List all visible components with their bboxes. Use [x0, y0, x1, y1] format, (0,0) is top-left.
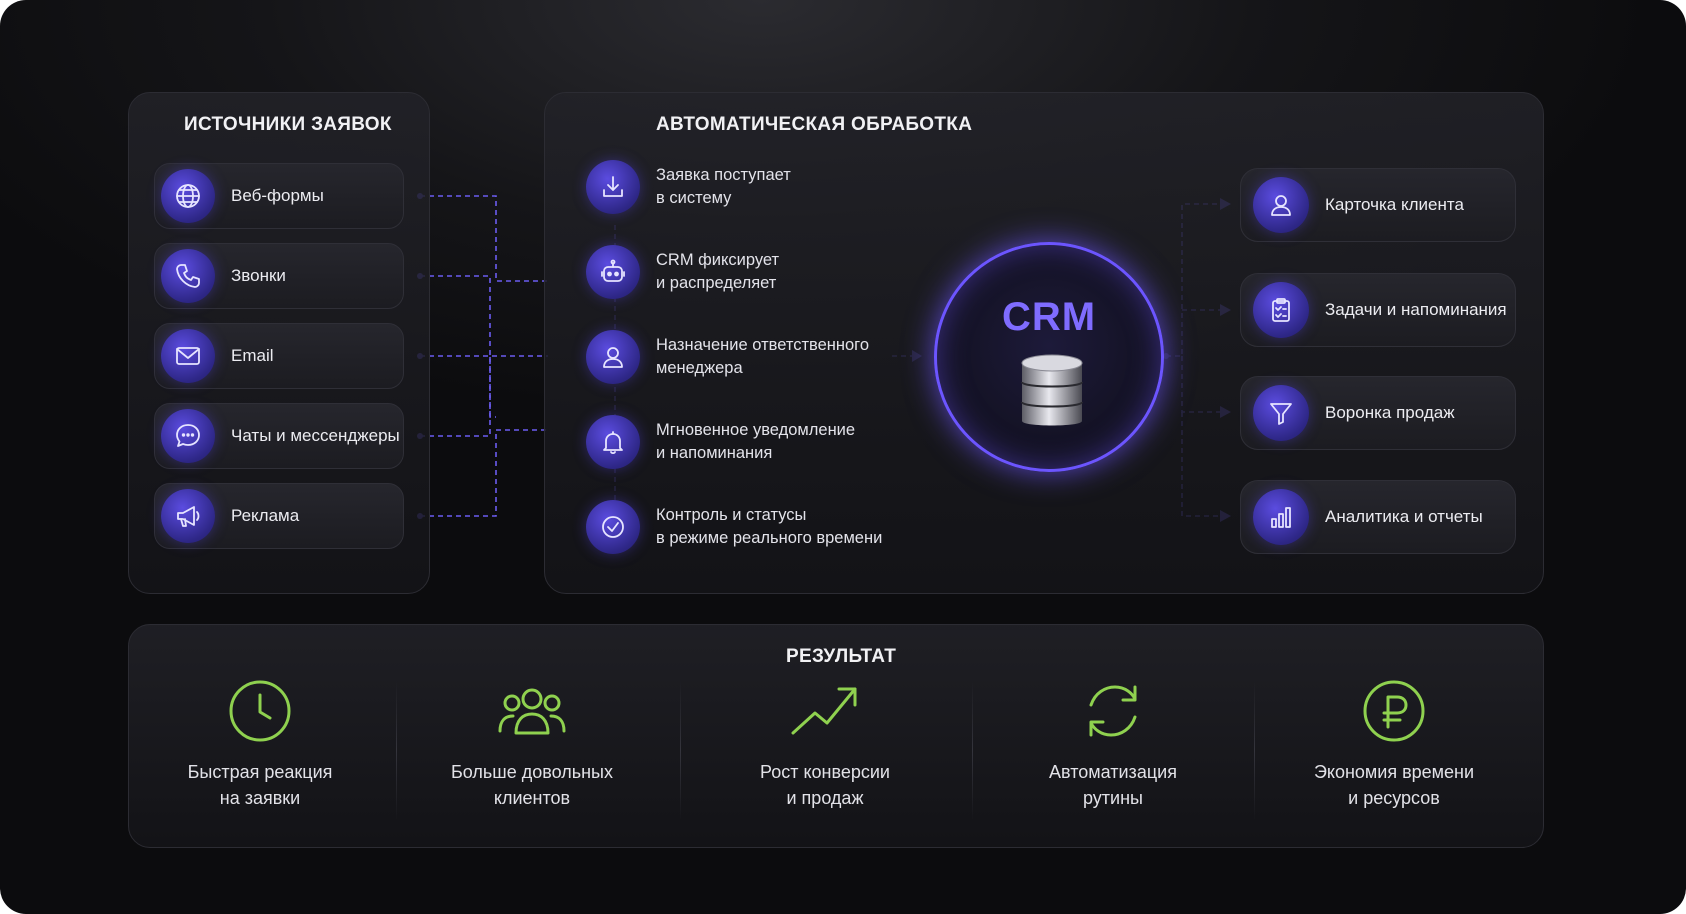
robot-icon	[586, 245, 640, 299]
result-label: Автоматизация рутины	[1049, 762, 1177, 808]
crm-label: CRM	[1001, 295, 1097, 339]
results-panel	[128, 624, 1544, 848]
source-item-web-forms[interactable]: Веб-формы	[154, 163, 404, 229]
step-label: CRM фиксирует и распределяет	[656, 251, 780, 292]
bell-icon	[586, 415, 640, 469]
output-label: Задачи и напоминания	[1325, 300, 1507, 319]
megaphone-icon	[161, 489, 215, 543]
output-item-tasks[interactable]: Задачи и напоминания	[1240, 273, 1516, 347]
source-label: Реклама	[231, 506, 300, 525]
result-automation: Автоматизация рутины	[1013, 675, 1213, 811]
user-icon	[1253, 177, 1309, 233]
source-item-email[interactable]: Email	[154, 323, 404, 389]
step-label: Контроль и статусы в режиме реального вр…	[656, 506, 883, 547]
refresh-icon	[1077, 675, 1149, 747]
chat-icon	[161, 409, 215, 463]
output-label: Воронка продаж	[1325, 403, 1455, 422]
source-label: Email	[231, 346, 274, 365]
result-happy-clients: Больше довольных клиентов	[432, 675, 632, 811]
output-label: Аналитика и отчеты	[1325, 507, 1483, 526]
result-savings: Экономия времени и ресурсов	[1294, 675, 1494, 811]
process-step-intake: Заявка поступает в систему	[586, 160, 791, 214]
ruble-icon	[1358, 675, 1430, 747]
user-icon	[586, 330, 640, 384]
check-circle-icon	[586, 500, 640, 554]
source-item-calls[interactable]: Звонки	[154, 243, 404, 309]
process-step-record: CRM фиксирует и распределяет	[586, 245, 779, 299]
process-step-notify: Мгновенное уведомление и напоминания	[586, 415, 855, 469]
step-label: Мгновенное уведомление и напоминания	[656, 421, 856, 462]
source-label: Веб-формы	[231, 186, 324, 205]
process-step-assign: Назначение ответственного менеджера	[586, 330, 869, 384]
step-label: Назначение ответственного менеджера	[656, 336, 870, 377]
source-item-ads[interactable]: Реклама	[154, 483, 404, 549]
mail-icon	[161, 329, 215, 383]
result-label: Рост конверсии и продаж	[760, 762, 890, 808]
clock-icon	[224, 675, 296, 747]
process-step-control: Контроль и статусы в режиме реального вр…	[586, 500, 882, 554]
users-icon	[496, 675, 568, 747]
output-label: Карточка клиента	[1325, 195, 1464, 214]
output-item-client-card[interactable]: Карточка клиента	[1240, 168, 1516, 242]
results-divider	[1254, 680, 1255, 820]
output-item-funnel[interactable]: Воронка продаж	[1240, 376, 1516, 450]
result-label: Быстрая реакция на заявки	[187, 762, 333, 808]
source-item-chats[interactable]: Чаты и мессенджеры	[154, 403, 404, 469]
database-icon	[1021, 354, 1083, 426]
processing-title: АВТОМАТИЧЕСКАЯ ОБРАБОТКА	[656, 114, 973, 135]
crm-hub: CRM	[934, 242, 1164, 472]
result-label: Экономия времени и ресурсов	[1313, 762, 1475, 808]
results-title: РЕЗУЛЬТАТ	[786, 646, 897, 667]
result-conversion-growth: Рост конверсии и продаж	[725, 675, 925, 811]
funnel-icon	[1253, 385, 1309, 441]
bar-chart-icon	[1253, 489, 1309, 545]
source-label: Чаты и мессенджеры	[231, 426, 400, 445]
trend-up-icon	[789, 675, 861, 747]
output-item-analytics[interactable]: Аналитика и отчеты	[1240, 480, 1516, 554]
results-divider	[680, 680, 681, 820]
source-label: Звонки	[231, 266, 286, 285]
clipboard-icon	[1253, 282, 1309, 338]
result-fast-response: Быстрая реакция на заявки	[160, 675, 360, 811]
download-icon	[586, 160, 640, 214]
step-label: Заявка поступает в систему	[656, 166, 791, 207]
results-divider	[396, 680, 397, 820]
globe-icon	[161, 169, 215, 223]
results-divider	[972, 680, 973, 820]
result-label: Больше довольных клиентов	[450, 762, 613, 808]
phone-icon	[161, 249, 215, 303]
sources-title: ИСТОЧНИКИ ЗАЯВОК	[184, 114, 392, 135]
